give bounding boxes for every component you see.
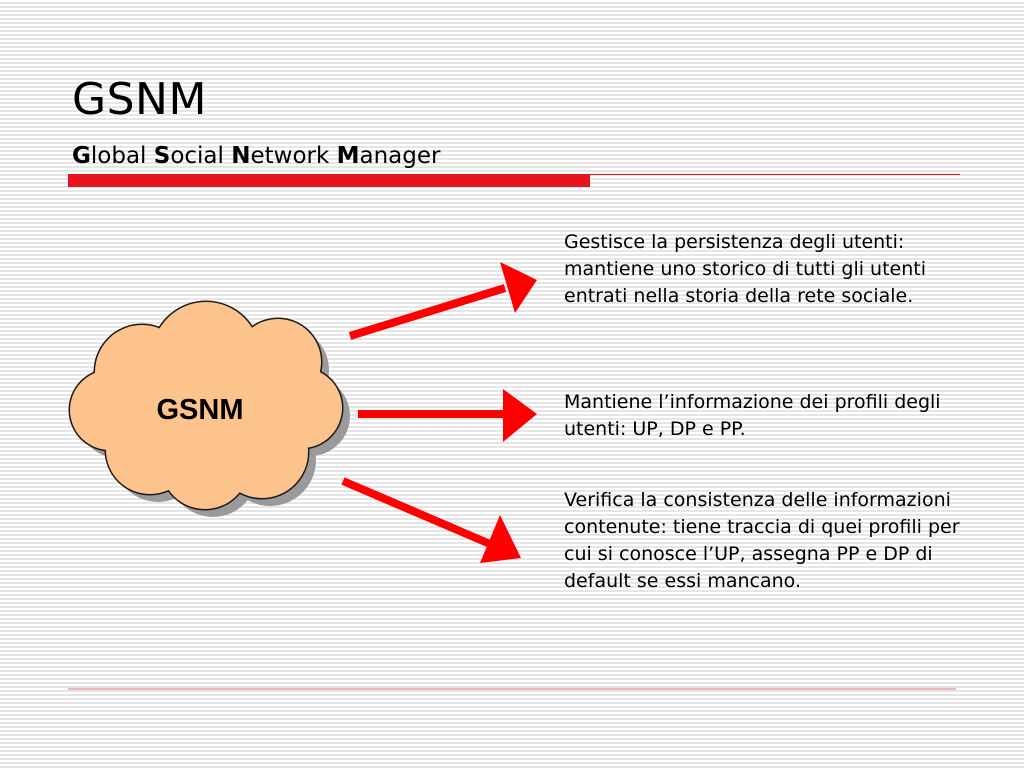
description-persistence: Gestisce la persistenza degli utenti: ma…: [564, 231, 927, 307]
arrow-right: [358, 389, 537, 442]
cloud-shape: [68, 300, 350, 517]
subtitle-rest-3: etwork: [250, 143, 330, 169]
subtitle-initial-3: N: [231, 143, 251, 169]
subtitle-initial-1: G: [72, 143, 91, 169]
subtitle-rest-1: lobal: [90, 143, 147, 169]
header-divider-bar: [68, 174, 590, 187]
slide-subtitle: Global Social Network Manager: [72, 141, 441, 171]
subtitle-rest-2: ocial: [170, 143, 224, 169]
slide-title: GSNM: [72, 74, 207, 125]
description-consistency: Verifica la consistenza delle informazio…: [564, 489, 960, 592]
arrow-down-right: [341, 477, 521, 563]
footer-divider: [68, 688, 956, 690]
description-profiles: Mantiene l’informazione dei profili degl…: [564, 391, 941, 440]
subtitle-initial-2: S: [153, 143, 171, 169]
arrow-up-right: [348, 262, 537, 340]
cloud-label: GSNM: [157, 394, 244, 426]
cloud-body: [68, 300, 344, 511]
subtitle-initial-4: M: [336, 143, 360, 169]
subtitle-rest-4: anager: [359, 143, 441, 169]
